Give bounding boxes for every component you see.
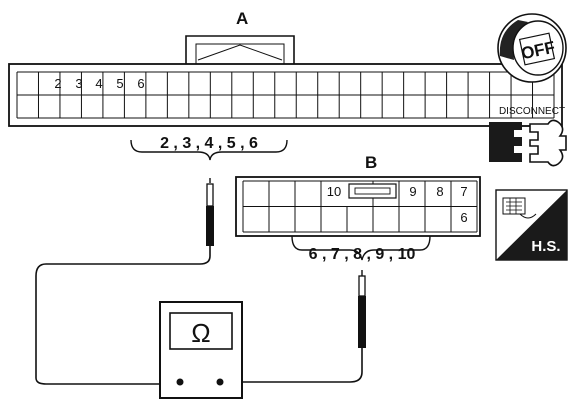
connector-a-pin-6: 6 — [137, 76, 144, 91]
probe-b-tip — [358, 275, 366, 297]
harness-side-text: H.S. — [531, 238, 560, 255]
test-leads — [35, 178, 366, 385]
ohm-symbol: Ω — [191, 318, 210, 348]
connector-b-pin-9: 9 — [409, 184, 416, 199]
probe-b-wire — [220, 348, 363, 383]
connector-b-pin-8: 8 — [436, 184, 443, 199]
ohmmeter-terminal-left — [176, 378, 184, 386]
connector-b: B 10 9 8 7 6 6 , 7 , 8 , 9 , 10 — [235, 153, 481, 263]
connector-disconnect-icon: DISCONNECT — [489, 106, 567, 167]
ohmmeter-terminal-right — [216, 378, 224, 386]
connector-a-terminal-grid — [16, 71, 555, 119]
probe-a-tip — [206, 183, 214, 207]
harness-side-icon: H.S. — [495, 189, 568, 261]
connector-a-label: A — [236, 9, 248, 28]
connector-b-pin-10: 10 — [327, 184, 341, 199]
connector-a-brace — [130, 139, 288, 161]
connector-b-pin-6: 6 — [460, 210, 467, 225]
connector-b-terminals-label: 6 , 7 , 8 , 9 , 10 — [309, 246, 416, 263]
connector-a: A 2 3 4 5 6 2 , 3 , 4 , 5 , 6 — [8, 9, 563, 161]
connector-a-pin-5: 5 — [116, 76, 123, 91]
connector-b-label: B — [365, 153, 377, 172]
connector-a-pin-2: 2 — [54, 76, 61, 91]
ignition-off-icon: OFF — [497, 13, 567, 83]
disconnect-text: DISCONNECT — [499, 106, 565, 117]
connector-b-pin-7: 7 — [460, 184, 467, 199]
connector-a-lock-tab — [185, 35, 295, 64]
probe-b-handle — [358, 296, 366, 348]
connector-a-pin-3: 3 — [75, 76, 82, 91]
connector-b-brace — [291, 235, 431, 261]
ohmmeter: Ω — [159, 301, 243, 399]
probe-a-wire — [35, 246, 211, 385]
connector-a-pin-4: 4 — [95, 76, 102, 91]
ohmmeter-display — [169, 312, 233, 350]
probe-a-handle — [206, 206, 214, 246]
connector-a-terminals-label: 2 , 3 , 4 , 5 , 6 — [160, 135, 258, 152]
